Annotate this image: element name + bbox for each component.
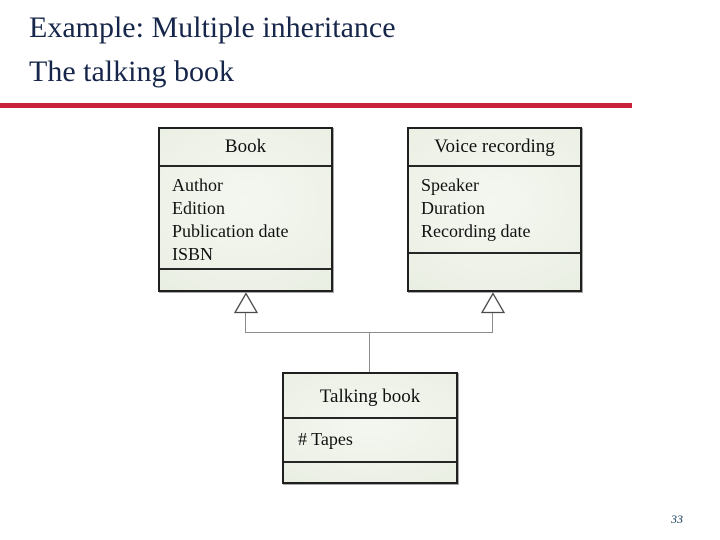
connector-line-right-vertical: [492, 313, 493, 332]
inheritance-triangle-icon: [233, 292, 259, 314]
class-attribute: Publication date: [172, 221, 289, 241]
slide-title-line-1: Example: Multiple inheritance: [29, 11, 396, 44]
page-number: 33: [671, 512, 683, 526]
class-name-voice-recording: Voice recording: [434, 136, 555, 157]
class-box-book: Book Author Edition Publication date ISB…: [158, 127, 333, 292]
class-name-talking-book: Talking book: [319, 386, 421, 407]
class-attributes-voice-recording: Speaker Duration Recording date: [409, 165, 580, 252]
class-methods-empty: [409, 252, 580, 290]
class-attribute: # Tapes: [298, 429, 353, 449]
inheritance-triangle-icon: [480, 292, 506, 314]
class-methods-empty: [284, 461, 456, 482]
class-attribute: Speaker: [421, 175, 479, 195]
slide-title: Example: Multiple inheritance The talkin…: [29, 6, 396, 94]
class-box-talking-book: Talking book # Tapes: [282, 372, 458, 484]
connector-line-middle-vertical: [369, 332, 370, 372]
class-name-book: Book: [224, 136, 267, 157]
class-attribute: Edition: [172, 198, 225, 218]
class-attribute: ISBN: [172, 244, 214, 264]
slide-title-line-2: The talking book: [29, 55, 234, 88]
connector-line-left-vertical: [245, 313, 246, 332]
class-attribute: Author: [172, 175, 223, 195]
class-attributes-book: Author Edition Publication date ISBN: [160, 165, 331, 268]
class-methods-empty: [160, 268, 331, 290]
class-attribute: Duration: [421, 198, 485, 218]
class-attribute: Recording date: [421, 221, 531, 241]
title-underline-rule: [0, 103, 632, 108]
class-box-voice-recording: Voice recording Speaker Duration Recordi…: [407, 127, 582, 292]
class-attributes-talking-book: # Tapes: [284, 417, 456, 461]
